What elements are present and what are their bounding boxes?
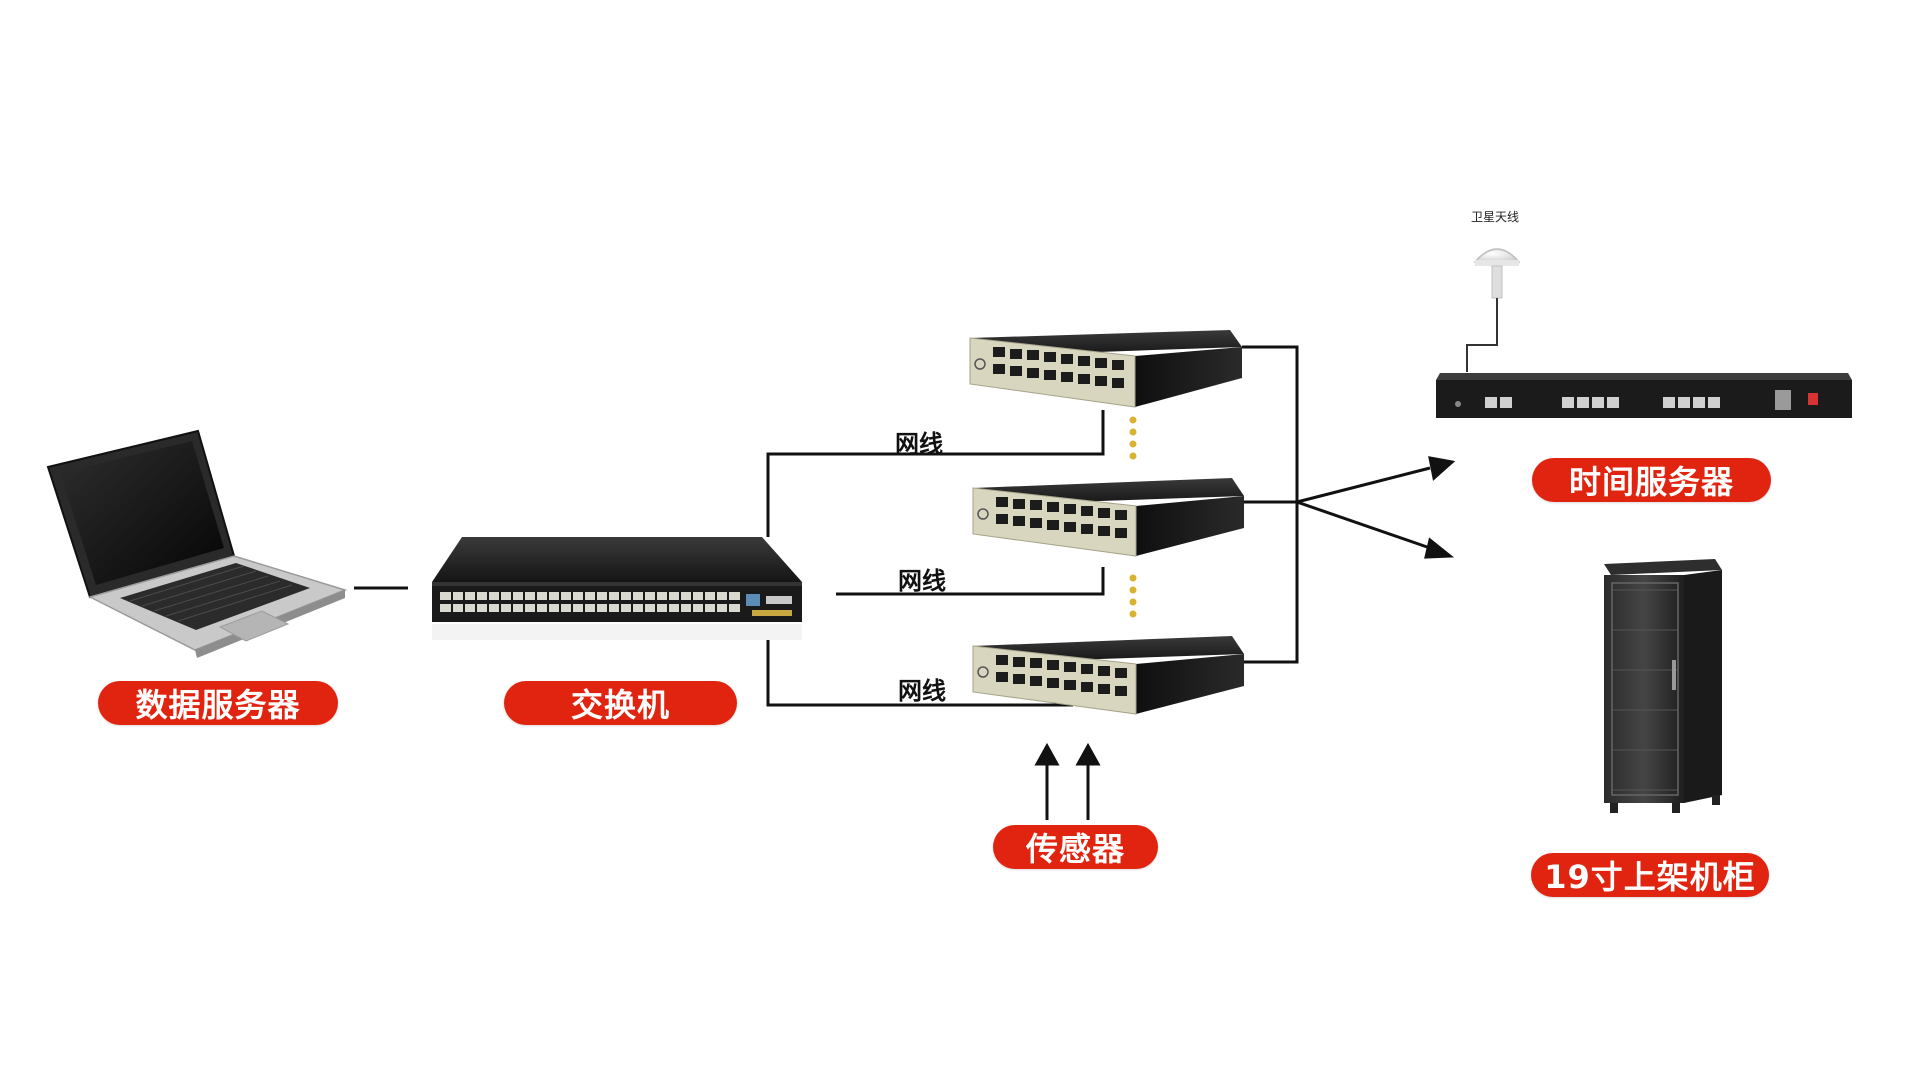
time-server-label: 时间服务器 bbox=[1532, 458, 1771, 502]
time-server-icon bbox=[1436, 373, 1852, 418]
switch-label: 交换机 bbox=[504, 681, 737, 725]
antenna-label: 卫星天线 bbox=[1471, 210, 1520, 224]
sensor-hub-top bbox=[969, 330, 1242, 408]
sensor-hub-bottom bbox=[972, 636, 1244, 715]
sensor-label: 传感器 bbox=[993, 825, 1158, 869]
sensor-input-arrows bbox=[1034, 742, 1101, 820]
hub-output-bus bbox=[1242, 345, 1299, 664]
switch-sensor-links bbox=[766, 410, 1105, 707]
wire-label-middle: 网线 bbox=[898, 567, 946, 595]
laptop-icon bbox=[46, 429, 348, 658]
satellite-antenna-icon bbox=[1466, 248, 1521, 372]
wire-label-bottom: 网线 bbox=[898, 677, 946, 705]
switch-icon bbox=[432, 537, 802, 640]
wire-label-top: 网线 bbox=[895, 430, 943, 458]
rack-label: 19寸上架机柜 bbox=[1531, 853, 1769, 897]
rack-cabinet-icon bbox=[1604, 559, 1722, 813]
sensor-hub-middle bbox=[972, 478, 1244, 557]
continuation-dots bbox=[1129, 416, 1137, 618]
output-arrows bbox=[1296, 456, 1456, 559]
data-server-label: 数据服务器 bbox=[98, 681, 338, 725]
